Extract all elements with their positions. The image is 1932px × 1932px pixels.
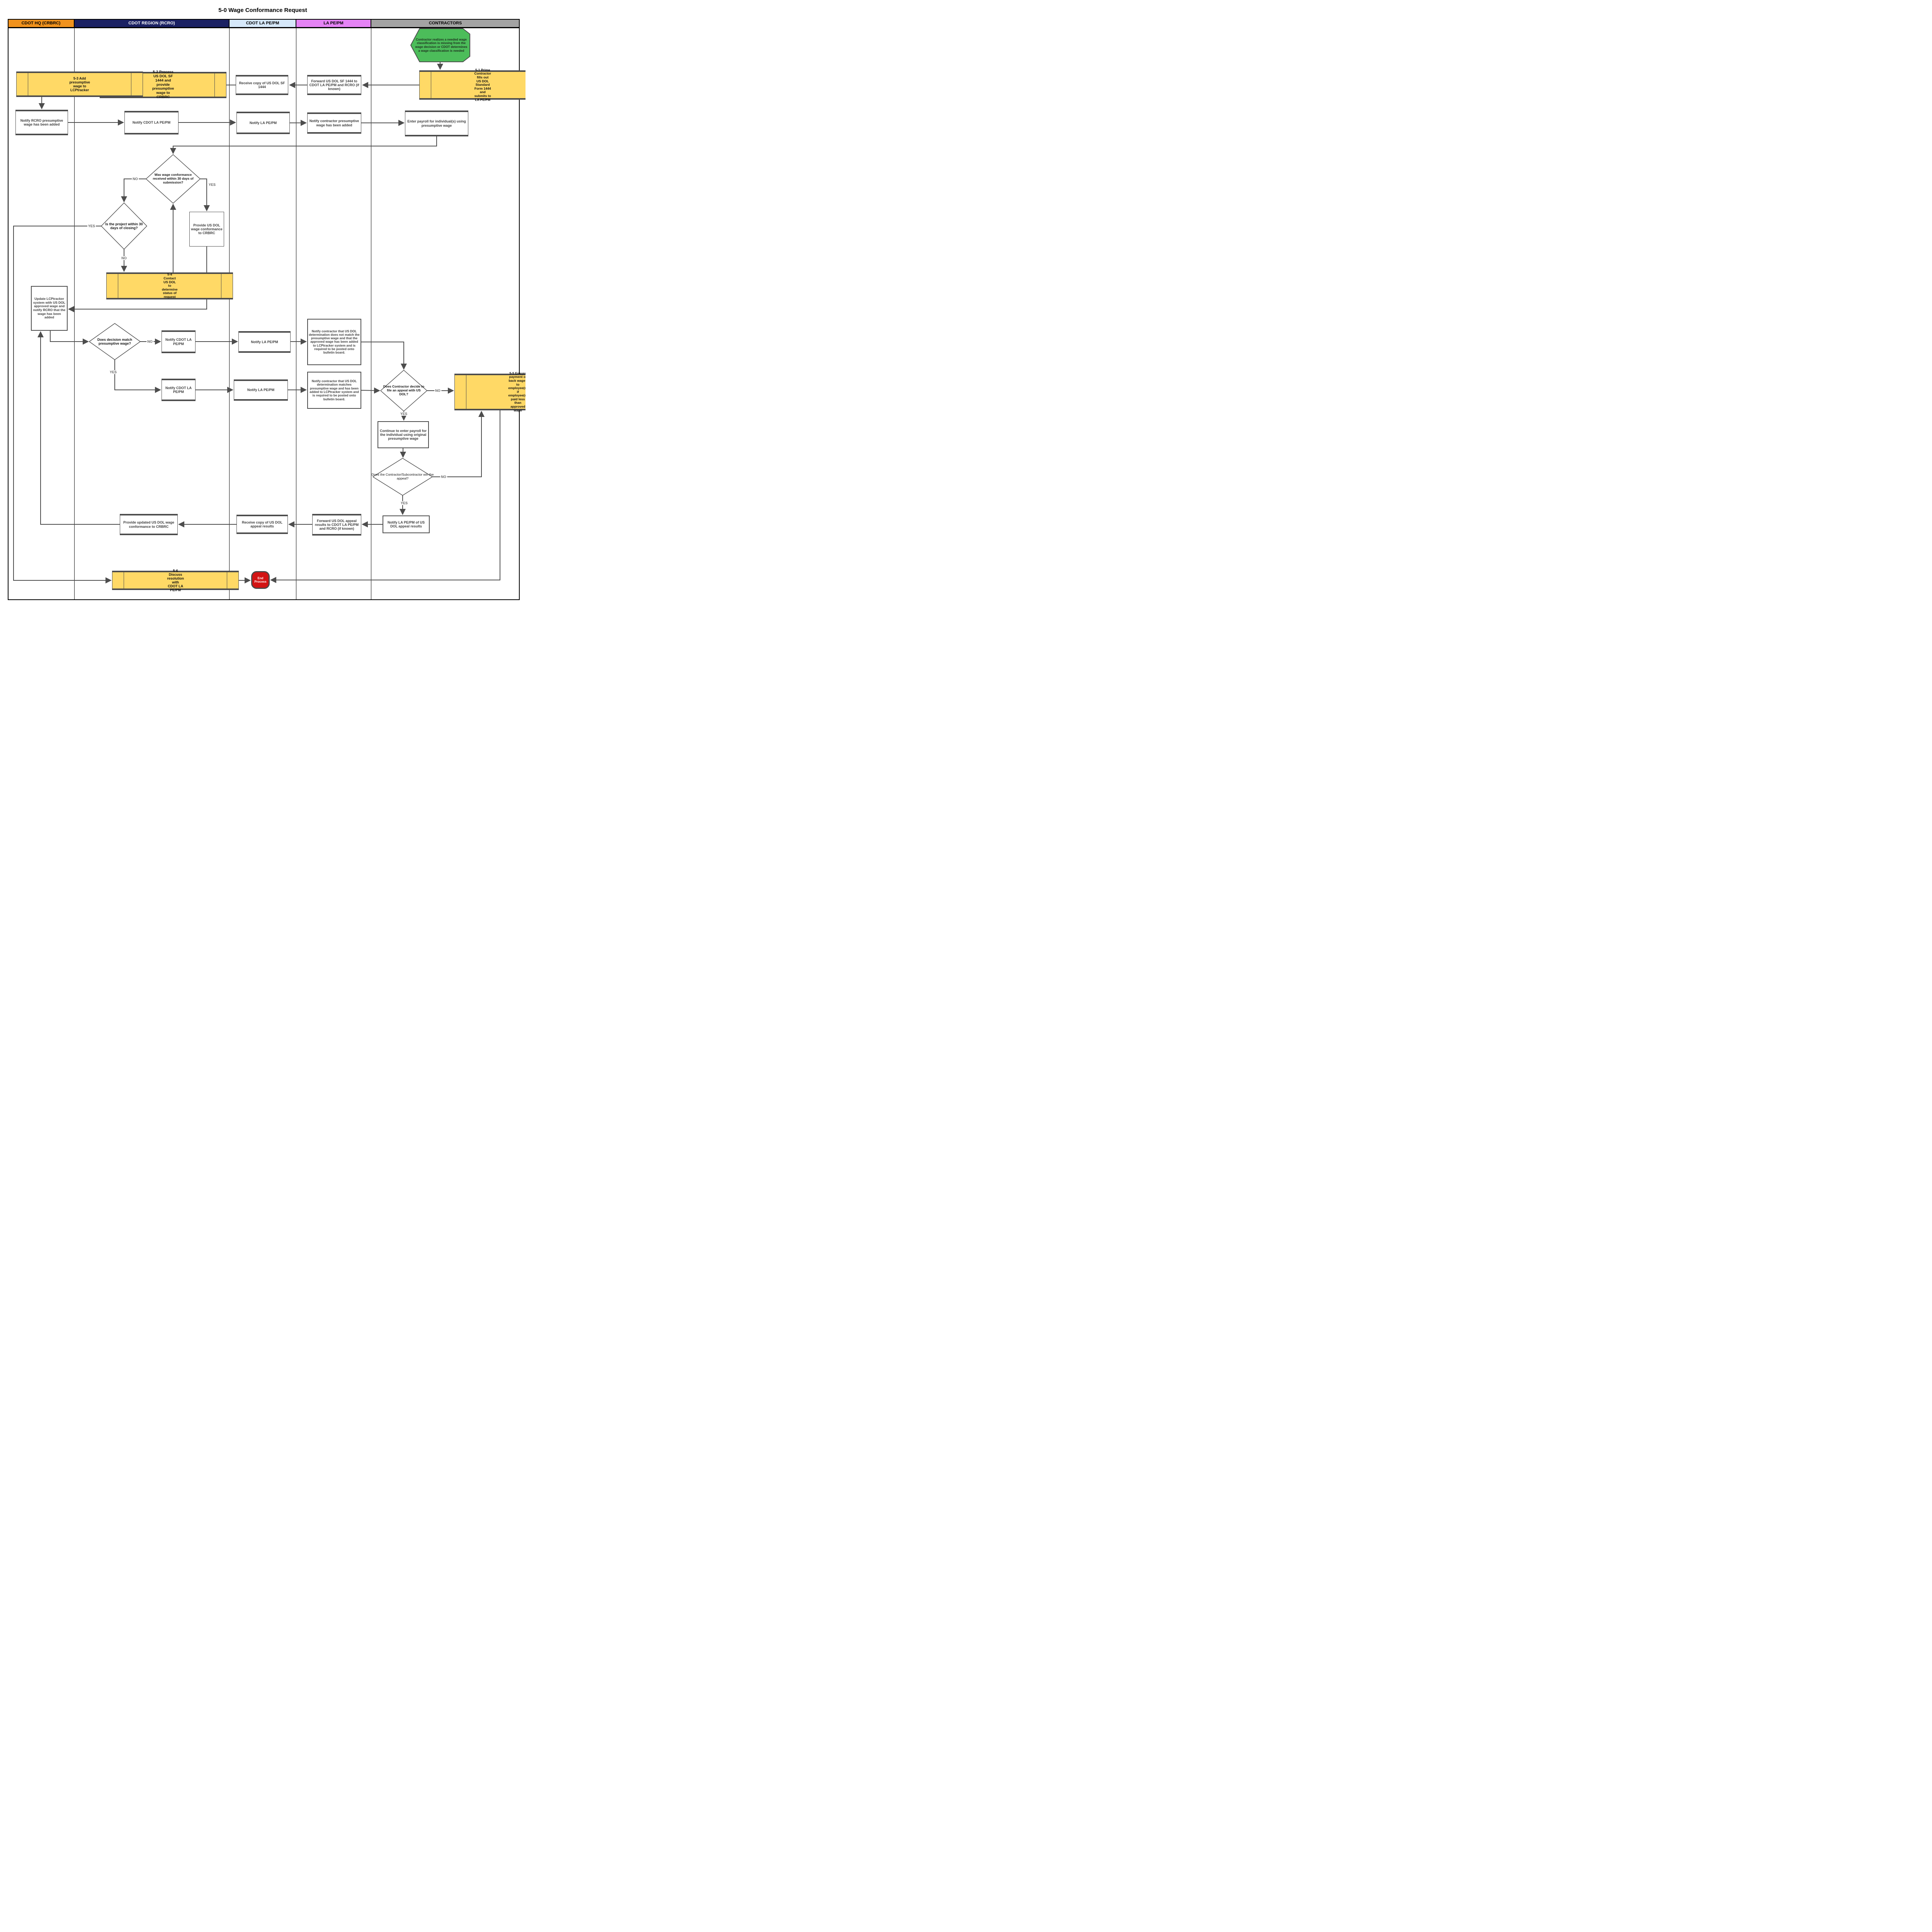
edge-label-closing30-yes: YES	[87, 224, 96, 228]
subprocess-5-3-add-presumptive-wage: 5-3 Add presumptive wage to LCPtracker	[16, 71, 143, 97]
lane-divider-2	[229, 28, 230, 600]
end-event: End Process	[251, 571, 270, 589]
edge-label-closing30-no: NO	[121, 256, 128, 260]
decision-match-label: Does decision match presumptive wage?	[97, 337, 133, 345]
subprocess-5-4-contact-usdol: 5-4 Contact US DOL to determine status o…	[106, 272, 233, 299]
process-receive-sf1444: Receive copy of US DOL SF 1444	[236, 75, 288, 95]
connector-enter-payroll-to-received30	[170, 136, 437, 154]
process-forward-sf1444: Forward US DOL SF 1444 to CDOT LA PE/PM …	[307, 75, 361, 95]
edge-label-match-yes: YES	[109, 370, 118, 374]
process-notify-la-2: Notify LA PE/PM	[238, 331, 291, 353]
decision-received30-shape	[146, 154, 201, 204]
process-notify-la-3: Notify LA PE/PM	[234, 379, 288, 401]
connector-notify-not-match-to-appeal	[361, 342, 407, 370]
process-notify-cdot-la-2: Notify CDOT LA PE/PM	[162, 330, 196, 353]
connector-provide-conformance-to-update-lcp	[68, 247, 207, 312]
decision-appeal-shape	[380, 370, 427, 412]
connector-received30-yes-to-provide-conformance	[200, 179, 210, 211]
process-continue-payroll: Continue to enter payroll for the indivi…	[378, 421, 429, 448]
subprocess-5-1-fill-sf1444: 5-1 Prime Contractor fills out US DOL St…	[419, 68, 526, 101]
start-event-label: Contractor realizes a needed wage classi…	[415, 37, 468, 53]
connector-5-5-to-end	[270, 410, 500, 583]
decision-closing30-label: Is the project within 30 days of closing…	[105, 222, 143, 230]
decision-match-shape	[89, 323, 141, 360]
lane-header-cdot-hq: CDOT HQ (CRBRC)	[8, 19, 74, 28]
lane-divider-1	[74, 28, 75, 600]
edge-label-appeal-yes: YES	[399, 412, 408, 416]
connector-notify-match-to-appeal	[361, 387, 380, 394]
diagram-title: 5-0 Wage Conformance Request	[218, 7, 307, 14]
subprocess-5-5-ensure-back-wages: 5-5 Ensure payment of back wages to empl…	[454, 371, 526, 412]
process-notify-not-match: Notify contractor that US DOL determinat…	[307, 319, 361, 365]
process-receive-appeal-results: Receive copy of US DOL appeal results	[236, 515, 288, 534]
process-notify-la-1: Notify LA PE/PM	[236, 112, 290, 134]
connector-win-no-to-5-5	[432, 411, 485, 477]
subprocess-5-6-discuss-resolution: 5-6 Discuss resolution with CDOT LA PE/P…	[112, 569, 239, 592]
decision-win-label: Does the Contractor/Subcontractor win th…	[371, 473, 434, 480]
edge-label-received30-yes: YES	[207, 183, 217, 187]
flowchart-canvas: 5-0 Wage Conformance Request CDOT HQ (CR…	[0, 0, 526, 607]
process-notify-match: Notify contractor that US DOL determinat…	[307, 372, 361, 409]
decision-appeal-label: Does Contractor decide to file an appeal…	[383, 384, 425, 396]
connector-provide-updated-to-update-lcp	[37, 331, 120, 525]
start-event-shape	[410, 28, 470, 62]
process-forward-appeal-results: Forward US DOL appeal results to CDOT LA…	[312, 514, 361, 536]
edge-label-win-yes: YES	[400, 501, 409, 505]
lane-header-cdot-region: CDOT REGION (RCRO)	[74, 19, 229, 28]
process-provide-updated-conformance: Provide updated US DOL wage conformance …	[120, 514, 178, 535]
diagram-frame	[8, 19, 520, 600]
connector-received30-no-to-closing30	[121, 179, 146, 202]
connector-match-yes-to-notify-cdot-la-3	[114, 360, 161, 393]
process-update-lcptracker: Update LCPtracker system with US DOL app…	[31, 286, 68, 331]
edge-label-win-no: NO	[440, 475, 447, 479]
connector-closing30-yes-to-5-6	[13, 226, 112, 583]
connector-update-lcp-to-match	[50, 331, 89, 345]
process-notify-rcro: Notify RCRO presumptive wage has been ad…	[15, 110, 68, 135]
decision-closing30-shape	[101, 202, 147, 250]
decision-win-shape	[372, 458, 433, 496]
edge-label-match-no: NO	[146, 340, 153, 344]
connector-layer	[13, 28, 500, 583]
process-notify-cdot-la-1: Notify CDOT LA PE/PM	[124, 111, 179, 134]
decision-received30-label: Was wage conformance received within 30 …	[153, 173, 194, 184]
process-notify-contractor: Notify contractor presumptive wage has b…	[307, 112, 361, 134]
process-notify-la-appeal-results: Notify LA PE/PM of US DOL appeal results	[383, 515, 430, 533]
process-notify-cdot-la-3: Notify CDOT LA PE/PM	[162, 379, 196, 401]
process-enter-payroll: Enter payroll for individual(s) using pr…	[405, 111, 468, 136]
edge-label-appeal-no: NO	[434, 389, 441, 393]
edge-label-received30-no: NO	[132, 177, 139, 181]
process-provide-conformance: Provide US DOL wage conformance to CRBRC	[189, 212, 224, 247]
lane-header-cdot-la-pepm: CDOT LA PE/PM	[229, 19, 296, 28]
